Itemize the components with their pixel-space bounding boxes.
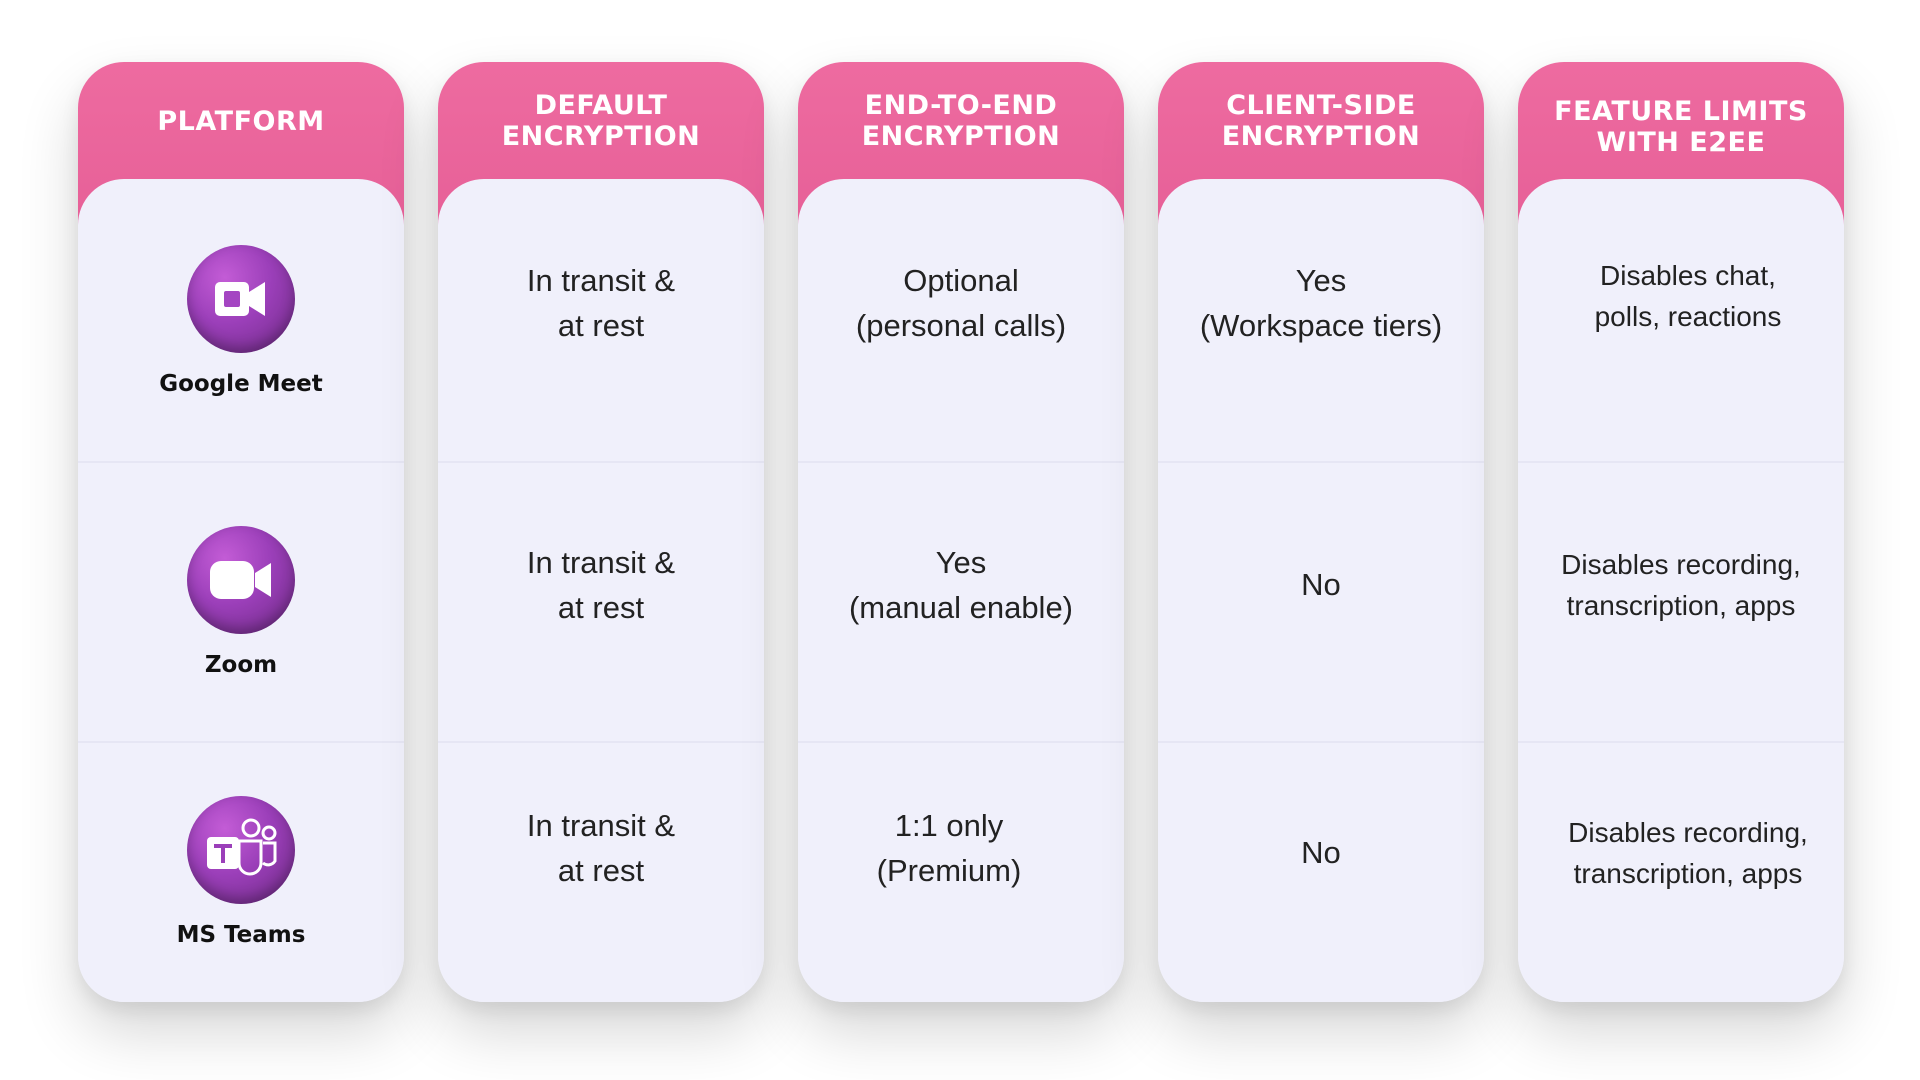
cell-value: In transit & at rest	[526, 544, 676, 625]
platform-name: Zoom	[204, 652, 278, 678]
default-encryption-header-label: DEFAULT ENCRYPTION	[501, 90, 701, 152]
cell-value: In transit & at rest	[526, 263, 676, 343]
row-divider	[798, 741, 1124, 743]
table-cell: 1:1 only (Premium)	[798, 742, 1124, 1002]
e2e-encryption-column: END-TO-END ENCRYPTION Optional (personal…	[798, 62, 1124, 1002]
cell-value: Disables recording, transcription, apps	[1568, 817, 1808, 889]
table-cell: Yes (manual enable)	[798, 462, 1124, 742]
table-cell: Optional (personal calls)	[798, 179, 1124, 462]
table-cell: Disables chat, polls, reactions	[1518, 179, 1844, 462]
google-meet-icon	[187, 244, 295, 353]
row-divider	[1158, 741, 1484, 743]
e2e-encryption-header-label: END-TO-END ENCRYPTION	[861, 90, 1061, 152]
cell-value: In transit & at rest	[526, 808, 676, 888]
row-divider	[798, 461, 1124, 463]
table-cell: Disables recording, transcription, apps	[1518, 462, 1844, 742]
platform-column-body: Google Meet Zoom	[78, 179, 404, 1002]
platform-cell-ms-teams: MS Teams	[78, 742, 404, 1002]
default-encryption-column: DEFAULT ENCRYPTION In transit & at rest …	[438, 62, 764, 1002]
table-cell: No	[1158, 742, 1484, 1002]
cell-value: 1:1 only (Premium)	[876, 808, 1022, 888]
platform-cell-google-meet: Google Meet	[78, 179, 404, 462]
feature-limits-header-label: FEATURE LIMITS WITH E2EE	[1554, 96, 1808, 158]
table-cell: Disables recording, transcription, apps	[1518, 742, 1844, 1002]
cell-value: No	[1301, 567, 1341, 602]
feature-limits-column: FEATURE LIMITS WITH E2EE Disables chat, …	[1518, 62, 1844, 1002]
row-divider	[78, 461, 404, 463]
table-cell: In transit & at rest	[438, 742, 764, 1002]
table-cell: Yes (Workspace tiers)	[1158, 179, 1484, 462]
client-side-encryption-header-label: CLIENT-SIDE ENCRYPTION	[1221, 90, 1421, 152]
comparison-table: PLATFORM Google Meet	[78, 62, 1848, 1002]
cell-value: Yes (Workspace tiers)	[1199, 263, 1443, 343]
cell-value: Yes (manual enable)	[848, 544, 1074, 625]
cell-value: Disables chat, polls, reactions	[1594, 259, 1782, 332]
zoom-icon	[187, 526, 295, 634]
table-cell: In transit & at rest	[438, 462, 764, 742]
platform-cell-zoom: Zoom	[78, 462, 404, 742]
client-side-encryption-column-body: Yes (Workspace tiers) No No	[1158, 179, 1484, 1002]
platform-header-label: PLATFORM	[157, 105, 325, 137]
ms-teams-icon	[187, 796, 295, 904]
platform-name: MS Teams	[176, 922, 306, 948]
row-divider	[1518, 741, 1844, 743]
platform-column: PLATFORM Google Meet	[78, 62, 404, 1002]
platform-name: Google Meet	[159, 370, 323, 397]
cell-value: Optional (personal calls)	[855, 263, 1067, 343]
table-cell: In transit & at rest	[438, 179, 764, 462]
row-divider	[78, 741, 404, 743]
cell-value: No	[1301, 834, 1341, 870]
feature-limits-column-body: Disables chat, polls, reactions Disables…	[1518, 179, 1844, 1002]
row-divider	[438, 461, 764, 463]
default-encryption-column-body: In transit & at rest In transit & at res…	[438, 179, 764, 1002]
table-cell: No	[1158, 462, 1484, 742]
row-divider	[1518, 461, 1844, 463]
e2e-encryption-column-body: Optional (personal calls) Yes (manual en…	[798, 179, 1124, 1002]
cell-value: Disables recording, transcription, apps	[1561, 548, 1801, 621]
row-divider	[438, 741, 764, 743]
client-side-encryption-column: CLIENT-SIDE ENCRYPTION Yes (Workspace ti…	[1158, 62, 1484, 1002]
row-divider	[1158, 461, 1484, 463]
